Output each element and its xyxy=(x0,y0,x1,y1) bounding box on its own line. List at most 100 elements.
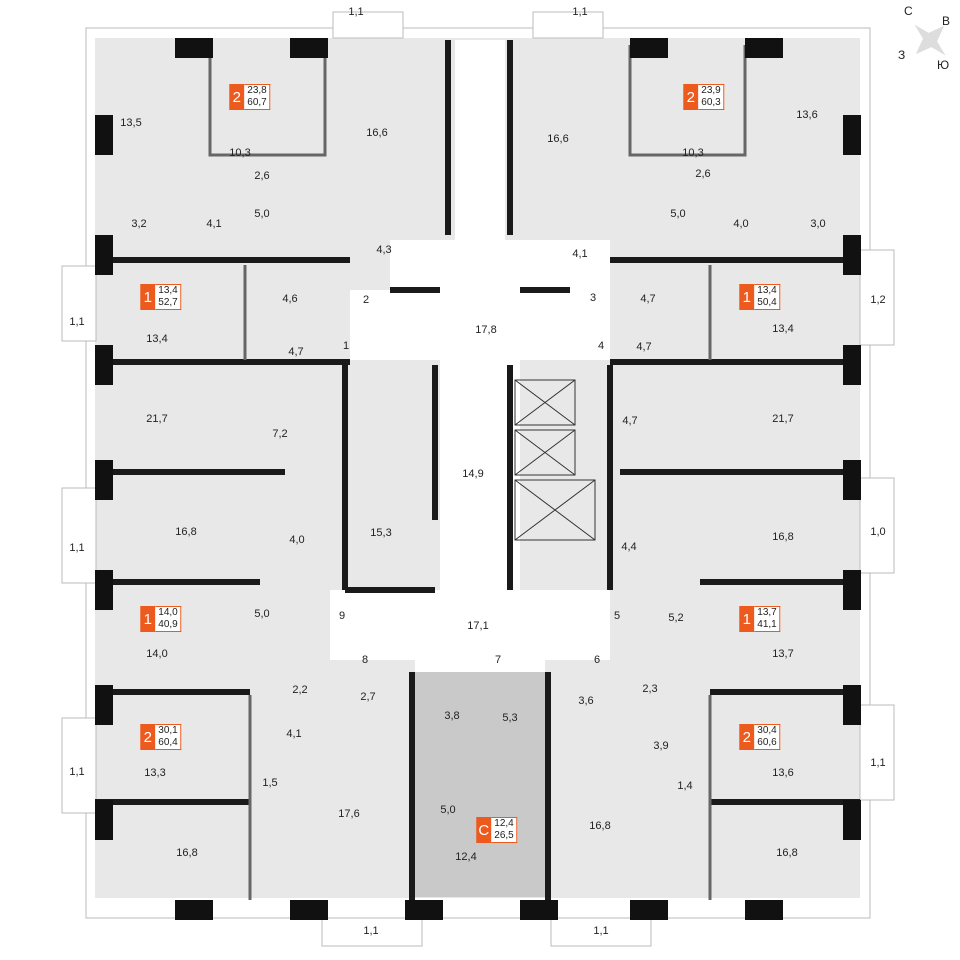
room-area-label: 2,3 xyxy=(642,683,658,695)
total-area: 60,6 xyxy=(757,737,777,748)
room-area-label: 10,3 xyxy=(229,147,251,159)
room-area-label: 1,1 xyxy=(69,316,85,328)
living-area: 14,0 xyxy=(158,607,178,618)
room-area-label: 2,7 xyxy=(360,691,376,703)
partitions xyxy=(208,45,747,900)
room-area-label: 6 xyxy=(593,654,601,666)
room-area-label: 2,6 xyxy=(254,170,270,182)
living-area: 13,4 xyxy=(158,285,178,296)
room-area-label: 5,0 xyxy=(440,804,456,816)
room-count: 1 xyxy=(140,606,156,632)
compass-east: В xyxy=(942,14,951,28)
room-area-label: 3,8 xyxy=(444,710,460,722)
room-area-label: 4 xyxy=(597,340,605,352)
room-area-label: 3,0 xyxy=(810,218,826,230)
room-area-label: 17,1 xyxy=(467,620,489,632)
room-area-label: 16,8 xyxy=(772,531,794,543)
room-area-label: 4,7 xyxy=(288,346,304,358)
room-area-label: 1,5 xyxy=(262,777,278,789)
room-area-label: 9 xyxy=(338,610,346,622)
room-area-label: 13,6 xyxy=(772,767,794,779)
room-area-label: 7 xyxy=(494,654,502,666)
compass-south: Ю xyxy=(937,58,950,72)
room-area-label: 14,0 xyxy=(146,648,168,660)
living-area: 23,8 xyxy=(247,85,267,96)
room-area-label: 1,4 xyxy=(677,780,693,792)
room-area-label: 4,3 xyxy=(376,244,392,256)
room-area-label: 4,1 xyxy=(572,248,588,260)
room-area-label: 4,7 xyxy=(636,341,652,353)
total-area: 40,9 xyxy=(158,619,178,630)
room-area-label: 16,6 xyxy=(366,127,388,139)
room-area-label: 1,1 xyxy=(593,925,609,937)
total-area: 60,7 xyxy=(247,97,267,108)
room-area-label: 10,3 xyxy=(682,147,704,159)
room-area-label: 2,6 xyxy=(695,168,711,180)
total-area: 52,7 xyxy=(158,297,178,308)
room-area-label: 1,1 xyxy=(870,757,886,769)
total-area: 41,1 xyxy=(757,619,777,630)
room-area-label: 13,4 xyxy=(772,323,794,335)
room-area-label: 16,8 xyxy=(176,847,198,859)
room-area-label: 3 xyxy=(589,292,597,304)
room-area-label: 12,4 xyxy=(455,851,477,863)
room-area-label: 4,0 xyxy=(733,218,749,230)
corridor xyxy=(330,40,610,680)
room-area-label: 5,0 xyxy=(254,208,270,220)
room-count: 2 xyxy=(739,724,755,750)
balconies xyxy=(61,11,895,947)
living-area: 12,4 xyxy=(494,818,514,829)
elevator-shafts xyxy=(514,379,596,541)
room-area-label: 5,0 xyxy=(670,208,686,220)
living-area: 30,4 xyxy=(757,725,777,736)
living-area: 13,4 xyxy=(757,285,777,296)
compass-west: З xyxy=(898,48,906,62)
room-area-label: 1,1 xyxy=(69,542,85,554)
room-area-label: 2,2 xyxy=(292,684,308,696)
room-area-label: 1,1 xyxy=(69,766,85,778)
room-area-label: 1,1 xyxy=(363,925,379,937)
outer-frame xyxy=(85,27,871,919)
room-area-label: 13,3 xyxy=(144,767,166,779)
room-area-label: 3,9 xyxy=(653,740,669,752)
studio-fill xyxy=(415,672,545,897)
room-area-label: 3,2 xyxy=(131,218,147,230)
columns xyxy=(95,38,861,920)
room-area-label: 1,2 xyxy=(870,294,886,306)
room-area-label: 7,2 xyxy=(272,428,288,440)
room-count: 2 xyxy=(229,84,245,110)
room-area-label: 17,6 xyxy=(338,808,360,820)
room-area-label: 13,7 xyxy=(772,648,794,660)
compass-north: С xyxy=(904,4,913,18)
living-area: 30,1 xyxy=(158,725,178,736)
room-area-label: 13,5 xyxy=(120,117,142,129)
room-area-label: 16,8 xyxy=(589,820,611,832)
room-area-label: 1,1 xyxy=(572,6,588,18)
room-area-label: 1 xyxy=(342,340,350,352)
room-area-label: 21,7 xyxy=(772,413,794,425)
room-area-label: 13,6 xyxy=(796,109,818,121)
room-count: С xyxy=(476,817,492,843)
room-area-label: 4,7 xyxy=(622,415,638,427)
room-area-label: 15,3 xyxy=(370,527,392,539)
total-area: 26,5 xyxy=(494,830,514,841)
room-count: 1 xyxy=(739,606,755,632)
room-area-label: 4,7 xyxy=(640,293,656,305)
total-area: 60,3 xyxy=(701,97,721,108)
